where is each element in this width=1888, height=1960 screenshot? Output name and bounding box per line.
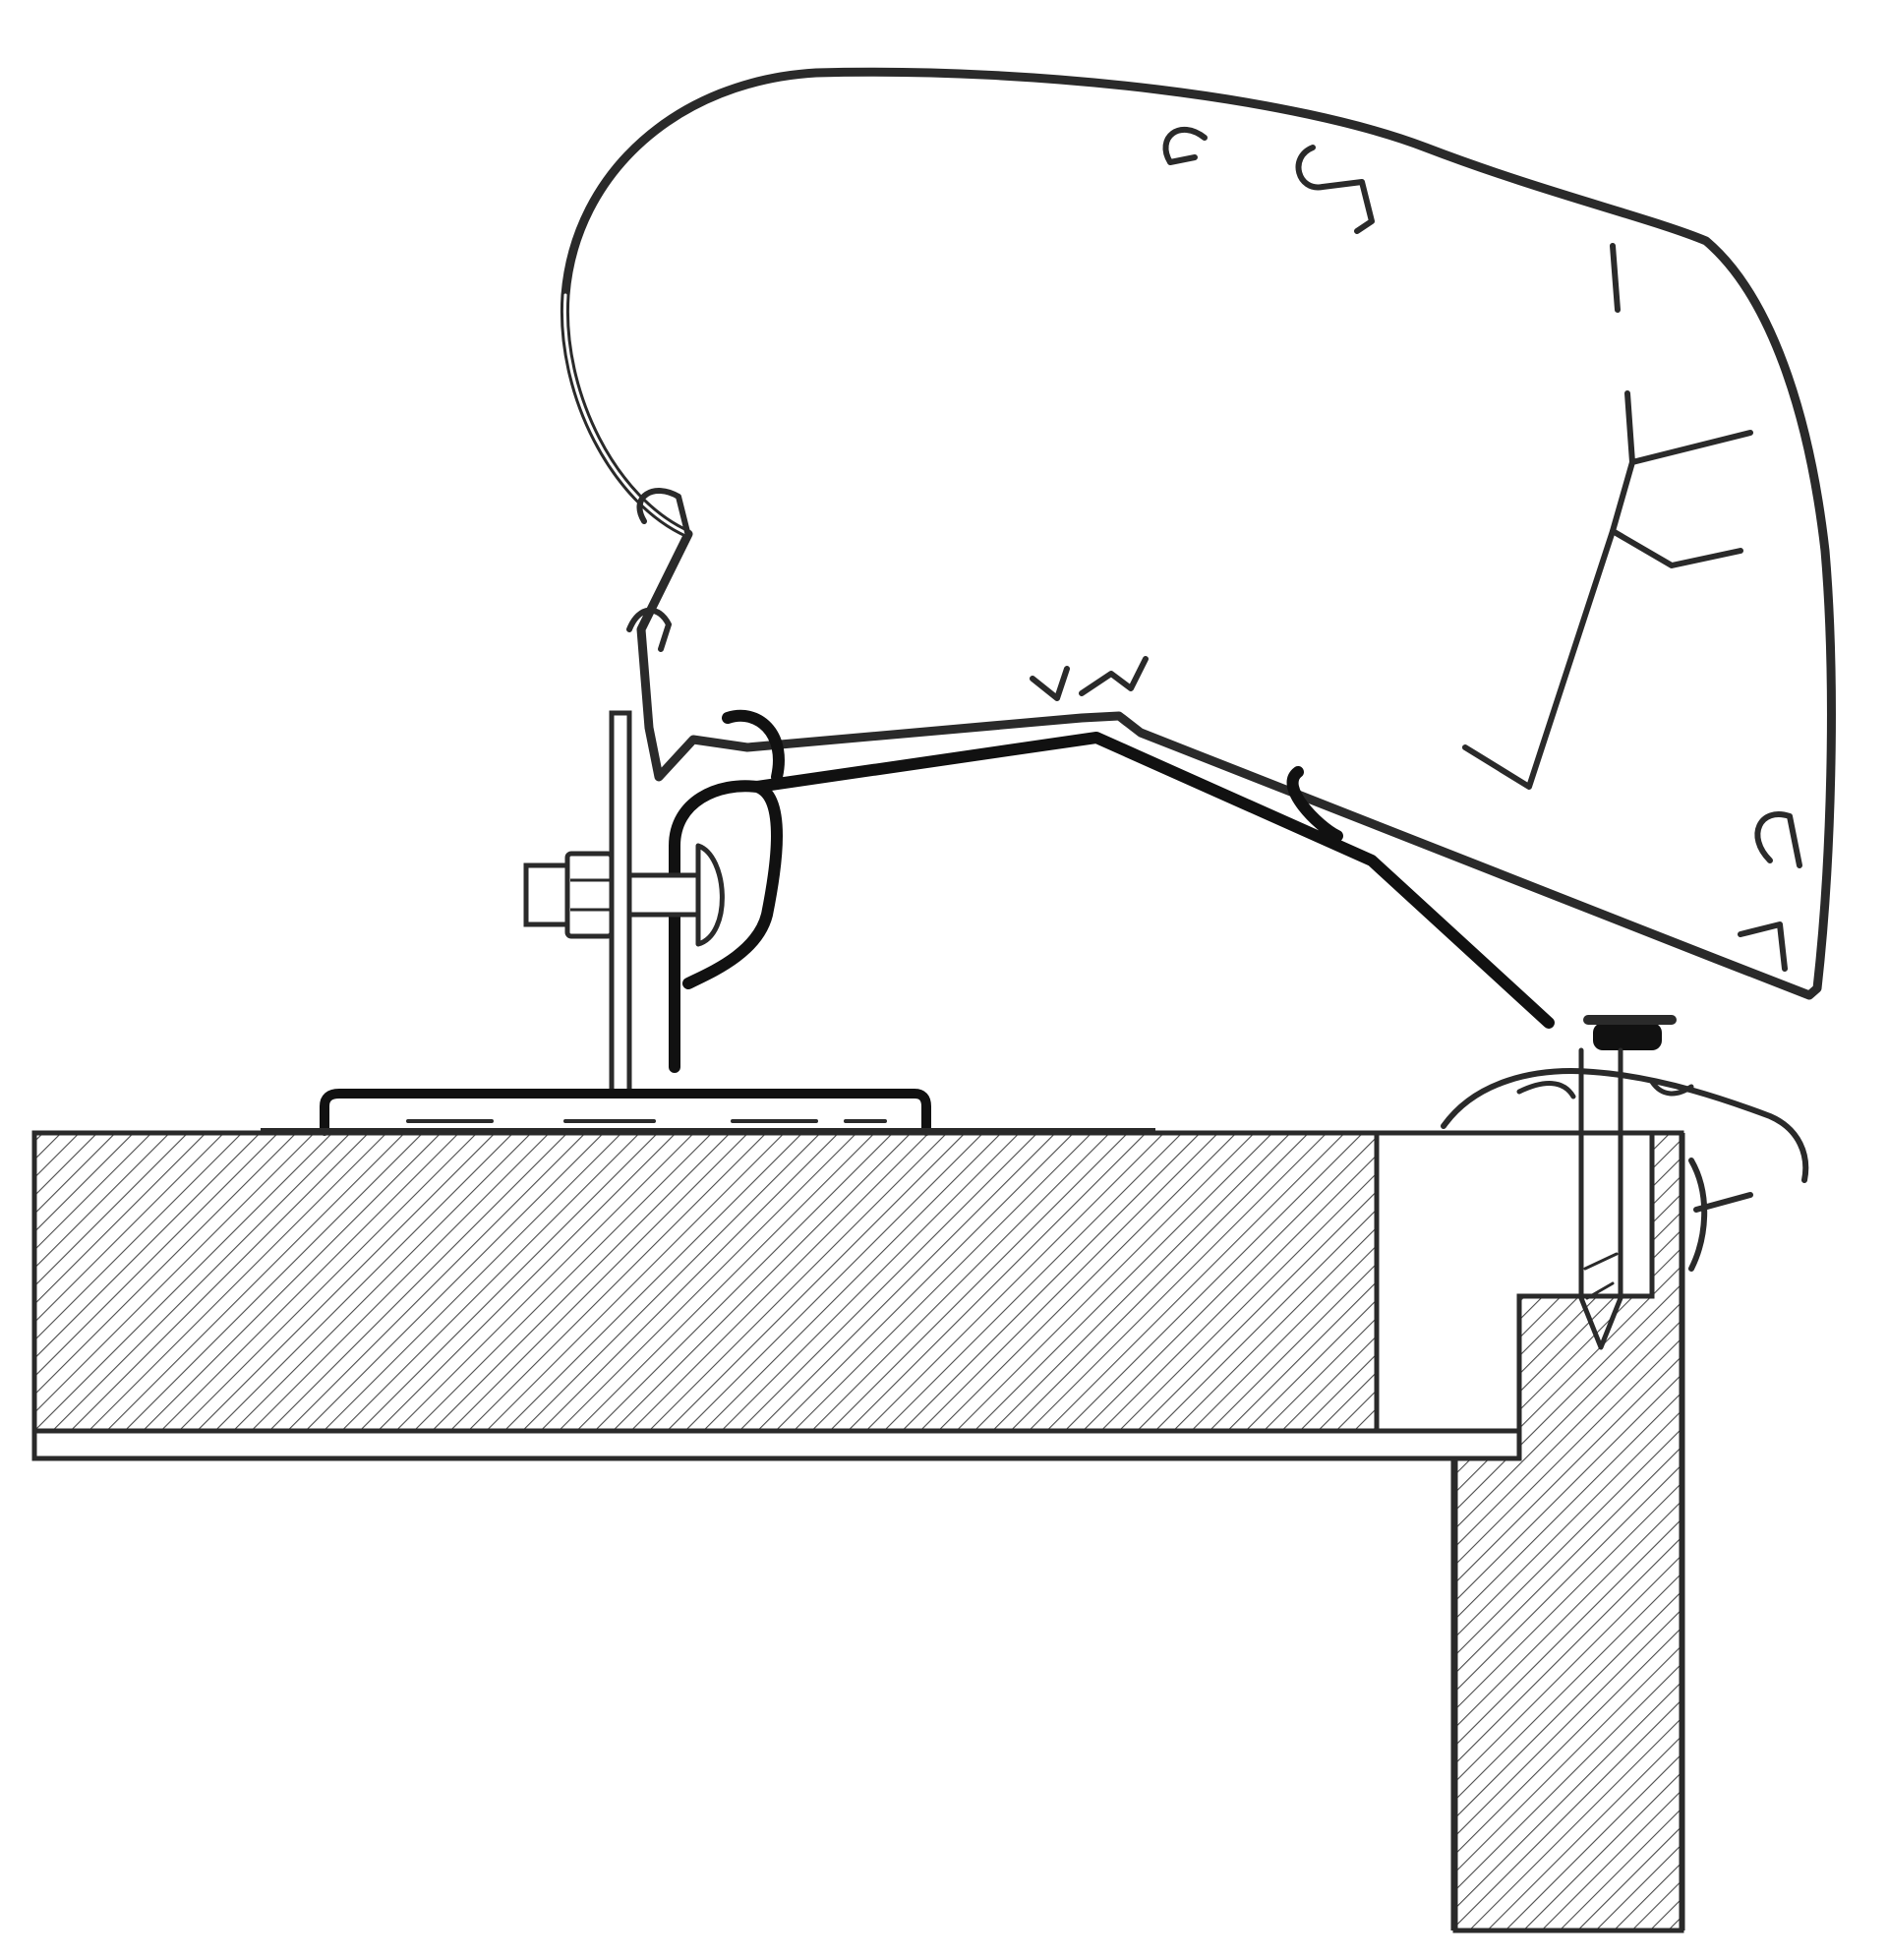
wood-roof-panel (31, 1130, 1522, 1461)
roof-rail-profile (1441, 1068, 1809, 1272)
awning-cassette-profile (560, 67, 1836, 1000)
fixing-screw (1578, 1015, 1677, 1350)
mounting-post (609, 710, 632, 1095)
bolt-and-nut (523, 843, 725, 947)
mounting-bracket (669, 709, 1555, 1073)
base-plate (261, 1089, 1155, 1136)
wood-side-wall (1374, 1130, 1685, 1933)
